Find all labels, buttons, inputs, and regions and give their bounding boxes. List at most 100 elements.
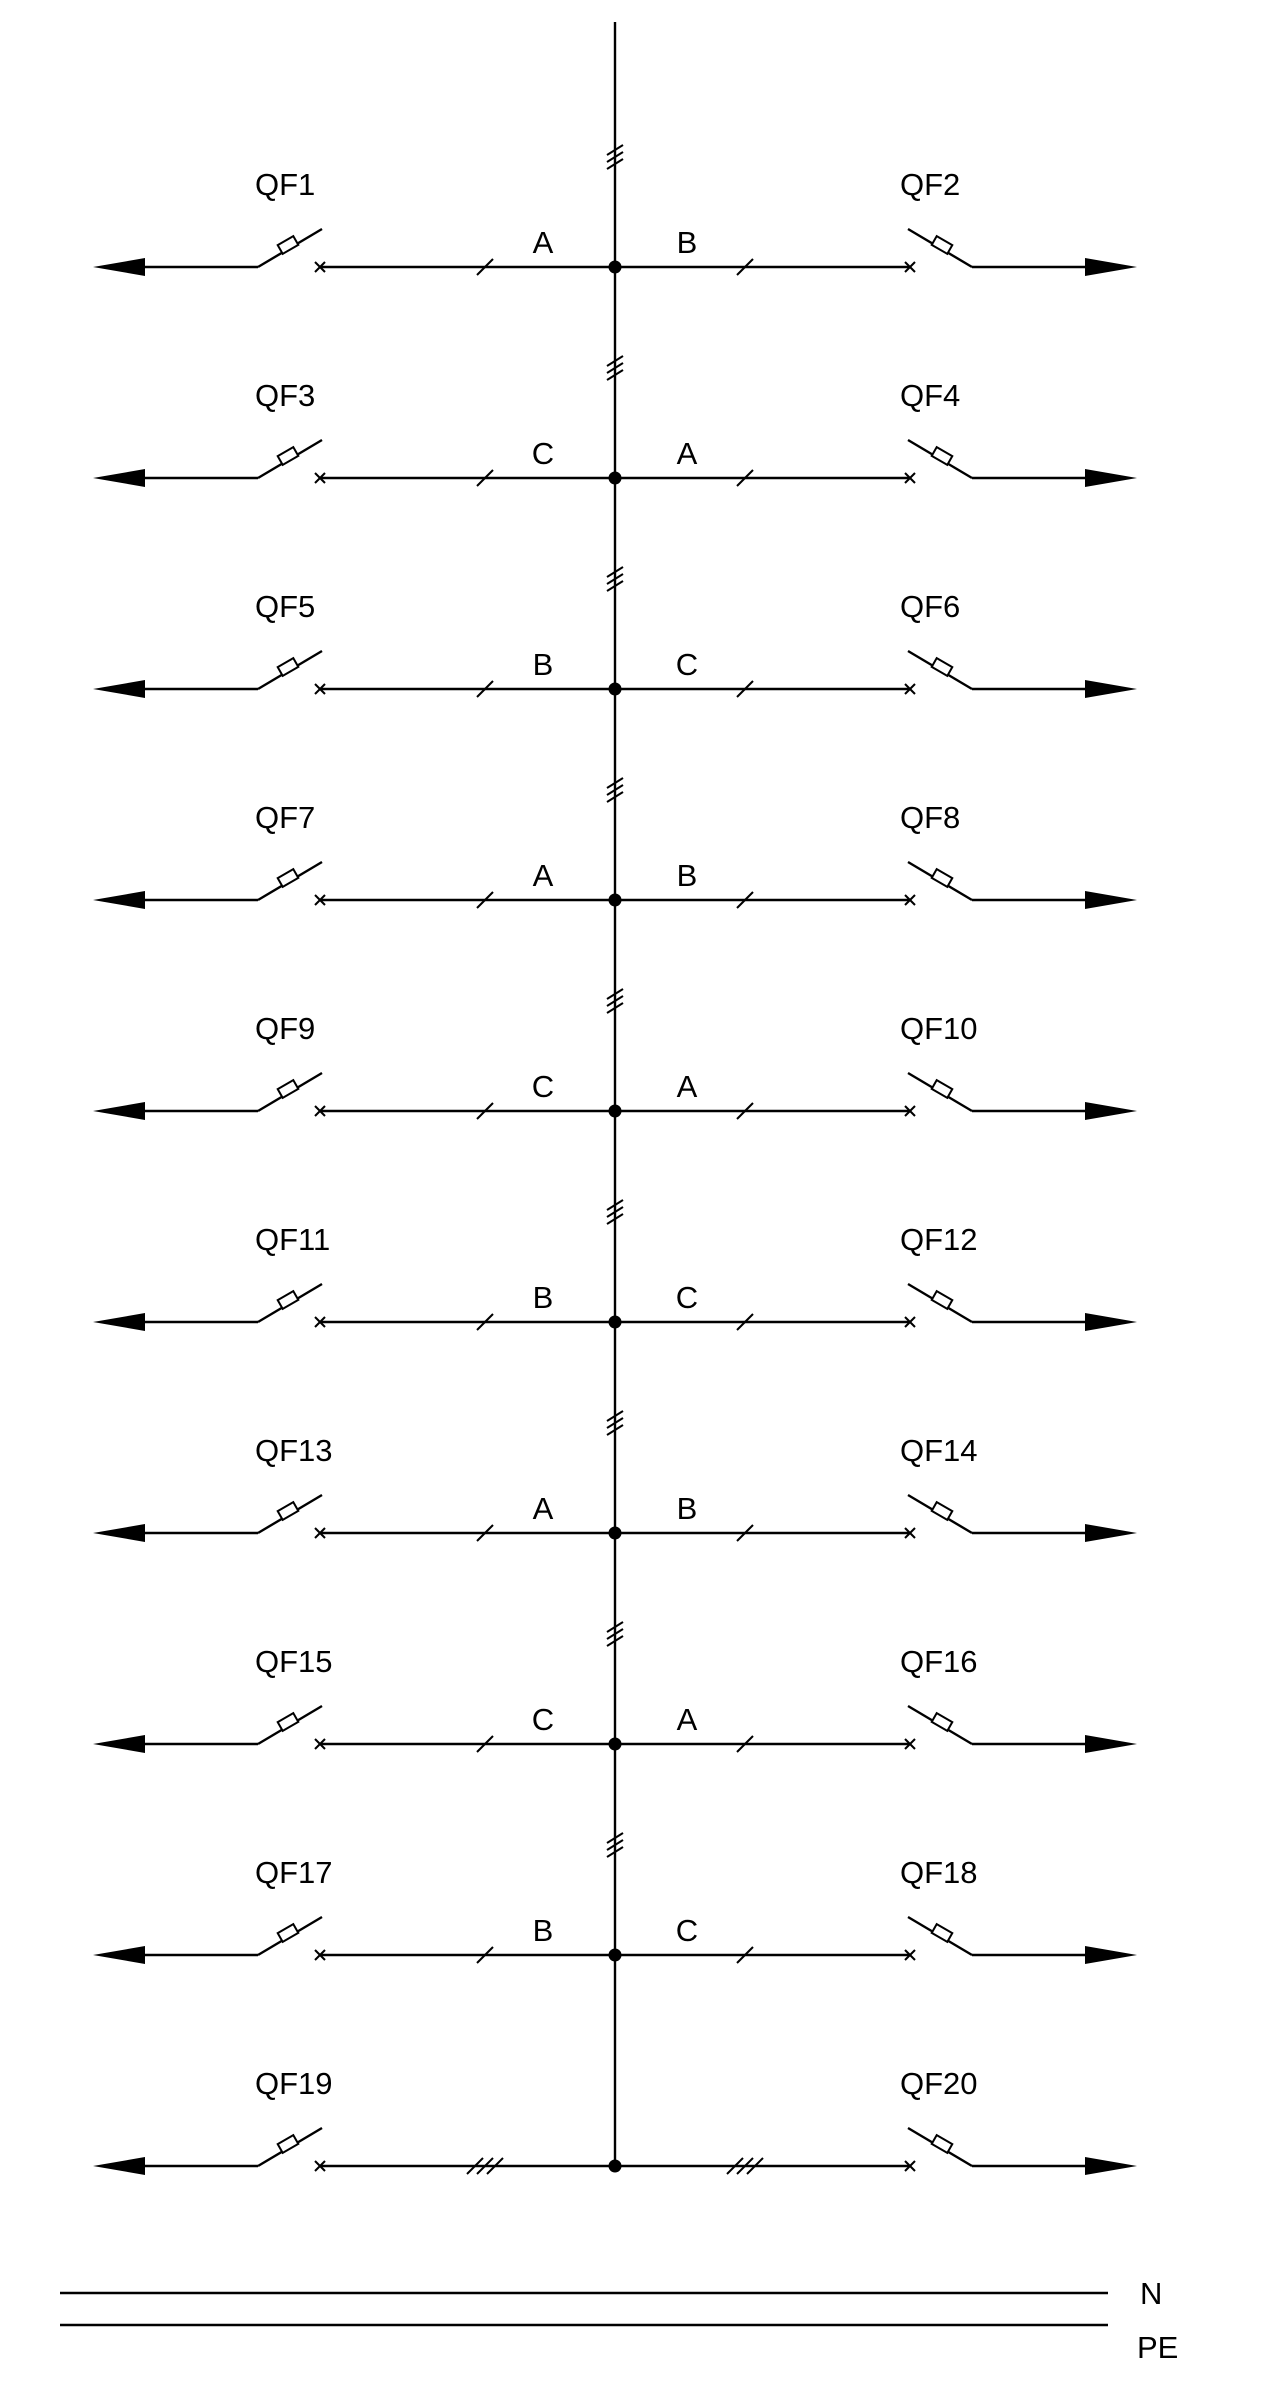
three-phase-marker	[606, 1832, 624, 1858]
three-phase-marker	[606, 566, 624, 592]
phase-tick	[606, 355, 624, 367]
phase-label: A	[533, 225, 554, 260]
conductor-tick	[476, 469, 494, 487]
phase-tick	[606, 1424, 624, 1436]
right-branch: QF20	[615, 2066, 1137, 2175]
conductor-ticks	[736, 258, 754, 276]
phase-label: C	[676, 1913, 698, 1948]
breaker-actuator	[930, 1711, 954, 1733]
phase-tick	[606, 1417, 624, 1429]
phase-label: B	[533, 1280, 554, 1315]
breaker-label: QF6	[900, 589, 960, 624]
breaker-actuator	[276, 1711, 300, 1733]
breaker-actuator	[930, 445, 954, 467]
contact-cross	[314, 472, 326, 484]
outgoing-arrow	[1085, 1313, 1137, 1331]
conductor-ticks	[476, 1313, 494, 1331]
contact-cross	[904, 1316, 916, 1328]
outgoing-arrow	[1085, 1946, 1137, 1964]
neutral-label: N	[1140, 2276, 1162, 2311]
conductor-ticks	[736, 469, 754, 487]
conductor-ticks	[736, 891, 754, 909]
breaker-actuator	[276, 2133, 300, 2155]
contact-cross	[904, 894, 916, 906]
outgoing-arrow	[93, 891, 145, 909]
three-phase-marker	[606, 355, 624, 381]
outgoing-arrow	[1085, 1524, 1137, 1542]
three-phase-marker	[606, 1410, 624, 1436]
conductor-tick	[476, 1946, 494, 1964]
breaker-label: QF8	[900, 800, 960, 835]
phase-label: B	[533, 647, 554, 682]
phase-label: C	[532, 436, 554, 471]
breaker-label: QF12	[900, 1222, 978, 1257]
breaker-label: QF16	[900, 1644, 978, 1679]
outgoing-arrow	[1085, 680, 1137, 698]
breaker-label: QF14	[900, 1433, 978, 1468]
phase-tick	[606, 1199, 624, 1211]
conductor-ticks	[476, 469, 494, 487]
outgoing-arrow	[1085, 1102, 1137, 1120]
conductor-tick	[476, 1735, 494, 1753]
conductor-tick	[736, 258, 754, 276]
contact-cross	[314, 1738, 326, 1750]
breaker-label: QF17	[255, 1855, 333, 1890]
breaker-actuator	[276, 1500, 300, 1522]
outgoing-arrow	[93, 469, 145, 487]
conductor-tick	[486, 2157, 504, 2175]
phase-label: C	[676, 647, 698, 682]
three-phase-marker	[606, 144, 624, 170]
phase-tick	[606, 144, 624, 156]
conductor-tick	[746, 2157, 764, 2175]
phase-label: B	[533, 1913, 554, 1948]
breaker-actuator	[276, 1289, 300, 1311]
phase-tick	[606, 1628, 624, 1640]
conductor-tick	[736, 1524, 754, 1542]
breaker-actuator	[276, 234, 300, 256]
phase-label: B	[677, 1491, 698, 1526]
contact-cross	[314, 1949, 326, 1961]
outgoing-arrow	[93, 1946, 145, 1964]
three-phase-marker	[606, 777, 624, 803]
conductor-tick	[736, 1735, 754, 1753]
conductor-ticks	[476, 1946, 494, 1964]
conductor-ticks	[736, 1524, 754, 1542]
conductor-tick	[476, 1524, 494, 1542]
phase-tick	[606, 988, 624, 1000]
contact-cross	[314, 683, 326, 695]
contact-cross	[314, 1105, 326, 1117]
breaker-actuator	[930, 867, 954, 889]
conductor-ticks	[466, 2157, 504, 2175]
conductor-ticks	[476, 258, 494, 276]
phase-tick	[606, 1206, 624, 1218]
conductor-tick	[476, 1313, 494, 1331]
conductor-ticks	[476, 680, 494, 698]
breaker-actuator	[276, 656, 300, 678]
phase-tick	[606, 362, 624, 374]
breaker-label: QF19	[255, 2066, 333, 2101]
contact-cross	[314, 2160, 326, 2172]
conductor-tick	[736, 2157, 754, 2175]
outgoing-arrow	[93, 680, 145, 698]
breaker-actuator	[930, 1078, 954, 1100]
breaker-actuator	[930, 1922, 954, 1944]
conductor-tick	[726, 2157, 744, 2175]
outgoing-arrow	[93, 1102, 145, 1120]
breaker-actuator	[930, 656, 954, 678]
three-phase-marker	[606, 1199, 624, 1225]
phase-label: A	[533, 858, 554, 893]
contact-cross	[904, 2160, 916, 2172]
